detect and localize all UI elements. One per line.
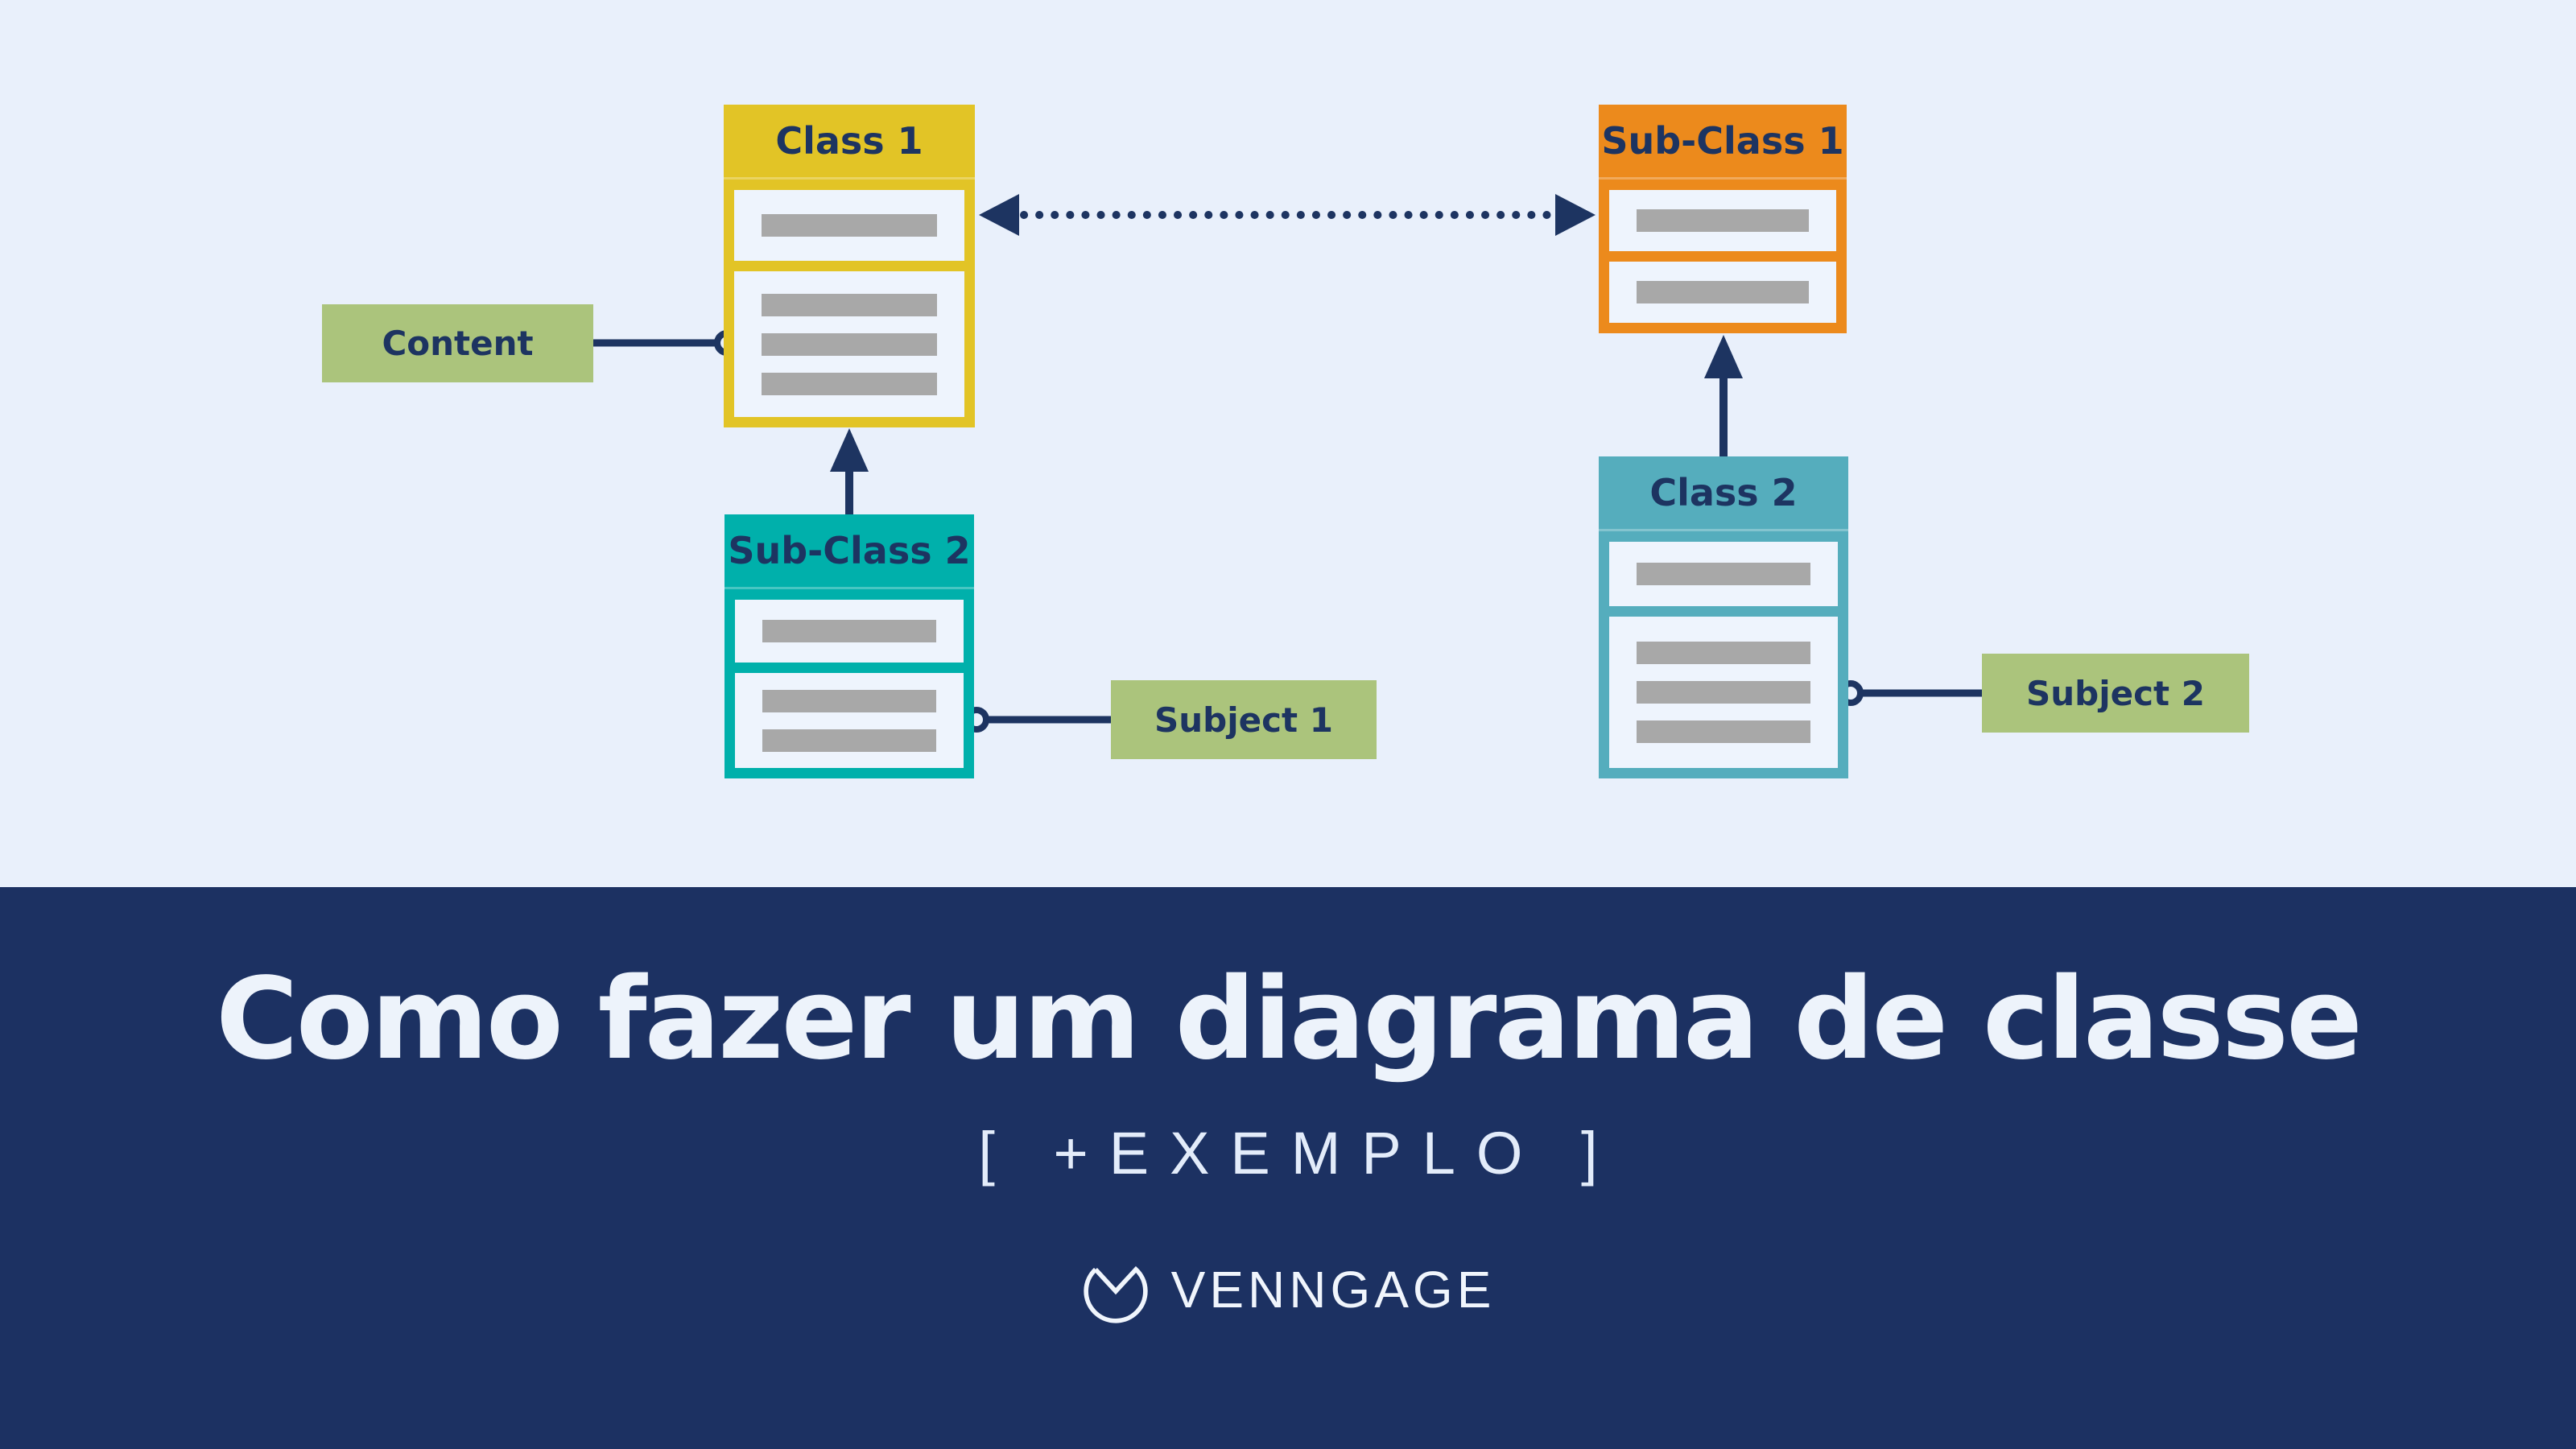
class-box-subclass1: Sub-Class 1 bbox=[1599, 105, 1847, 333]
label-subject2: Subject 2 bbox=[1982, 654, 2249, 733]
subclass1-methods-compartment bbox=[1609, 262, 1836, 323]
placeholder-text-bar bbox=[762, 293, 937, 316]
class-box-subclass2: Sub-Class 2 bbox=[724, 514, 974, 778]
label-content: Content bbox=[322, 304, 593, 382]
class2-methods-compartment bbox=[1609, 617, 1838, 768]
placeholder-text-bar bbox=[1637, 681, 1810, 704]
brand-name: VENNGAGE bbox=[1170, 1261, 1496, 1319]
arrowhead-left-icon bbox=[979, 194, 1019, 236]
page-subtitle: [ +EXEMPLO ] bbox=[978, 1120, 1619, 1187]
subclass2-attributes-compartment bbox=[735, 600, 964, 663]
inheritance-arrowhead-2-icon bbox=[1704, 335, 1743, 378]
placeholder-text-bar bbox=[762, 332, 937, 356]
class-box-class2-title: Class 2 bbox=[1599, 456, 1848, 531]
placeholder-text-bar bbox=[1637, 720, 1810, 743]
placeholder-text-bar bbox=[762, 372, 937, 395]
arrowhead-right-icon bbox=[1555, 194, 1596, 236]
placeholder-text-bar bbox=[1637, 563, 1810, 585]
venngage-logo-icon bbox=[1083, 1265, 1148, 1323]
class-diagram-canvas: Class 1 Sub-Class 1 Sub-Class 2 Class 2 … bbox=[322, 105, 2249, 778]
subclass1-attributes-compartment bbox=[1609, 190, 1836, 251]
title-banner: Como fazer um diagrama de classe [ +EXEM… bbox=[0, 887, 2576, 1449]
class-box-subclass1-title: Sub-Class 1 bbox=[1599, 105, 1847, 180]
placeholder-text-bar bbox=[762, 689, 936, 712]
class2-attributes-compartment bbox=[1609, 542, 1838, 606]
class-box-class1-title: Class 1 bbox=[724, 105, 975, 180]
placeholder-text-bar bbox=[762, 729, 936, 752]
subclass2-methods-compartment bbox=[735, 673, 964, 768]
inheritance-arrowhead-1-icon bbox=[830, 428, 869, 472]
placeholder-text-bar bbox=[1637, 642, 1810, 664]
class1-attributes-compartment bbox=[734, 190, 964, 261]
class-box-class2: Class 2 bbox=[1599, 456, 1848, 778]
placeholder-text-bar bbox=[762, 214, 937, 237]
class-box-subclass2-title: Sub-Class 2 bbox=[724, 514, 974, 589]
class1-methods-compartment bbox=[734, 271, 964, 417]
label-subject1: Subject 1 bbox=[1111, 680, 1377, 759]
brand-row: VENNGAGE bbox=[1081, 1255, 1496, 1324]
placeholder-text-bar bbox=[1636, 281, 1810, 303]
page-title: Como fazer um diagrama de classe bbox=[215, 954, 2363, 1085]
placeholder-text-bar bbox=[1636, 209, 1810, 232]
placeholder-text-bar bbox=[762, 620, 936, 642]
class-box-class1: Class 1 bbox=[724, 105, 975, 427]
